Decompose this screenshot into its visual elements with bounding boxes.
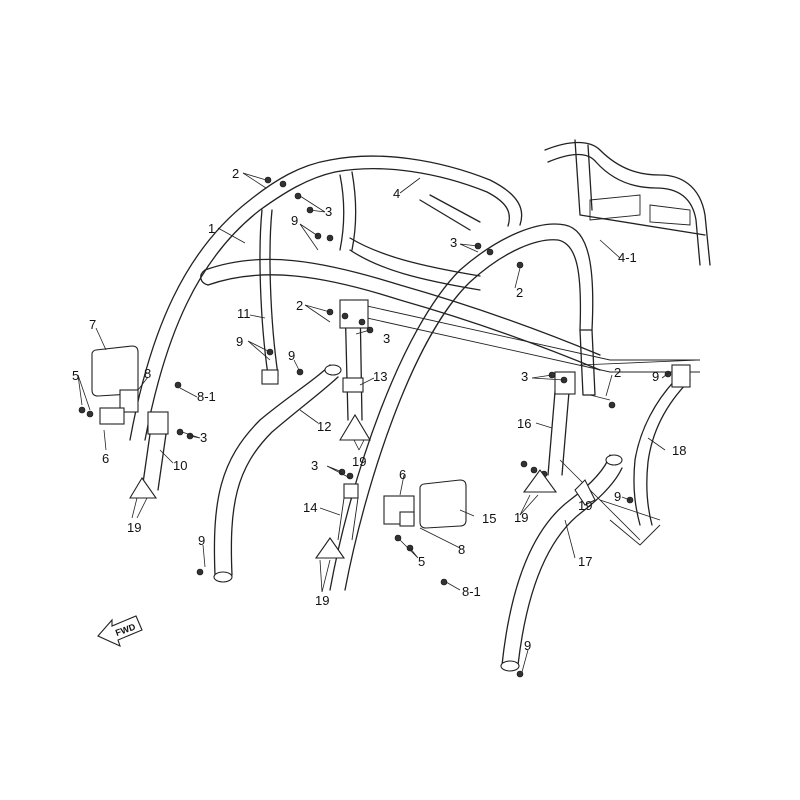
label-part-7: 7 [89,317,96,332]
label-part-19: 19 [127,520,141,535]
tube-part-18 [609,364,691,546]
label-part-3: 3 [383,331,390,346]
label-part-11: 11 [237,306,251,321]
label-part-14: 14 [303,500,317,515]
label-part-9: 9 [288,348,295,363]
label-part-15: 15 [482,511,496,526]
label-part-18: 18 [672,443,686,458]
label-part-6: 6 [399,467,406,482]
label-part-8-1: 8-1 [462,584,481,599]
label-part-2: 2 [296,298,303,313]
tube-part-17 [500,454,623,672]
label-part-2: 2 [614,365,621,380]
label-part-8-1: 8-1 [197,389,216,404]
roof-assembly-part-4-1 [544,139,711,266]
label-part-19: 19 [315,593,329,608]
fasteners [78,176,672,678]
tube-part-16 [547,371,576,476]
right-hoop [329,223,596,591]
mirror-part-15 [383,479,467,529]
label-part-9: 9 [652,369,659,384]
label-part-5: 5 [72,368,79,383]
label-part-12: 12 [317,419,331,434]
label-part-2: 2 [516,285,523,300]
label-part-9: 9 [198,533,205,548]
main-hoop-part-1 [129,159,336,441]
tube-part-12 [213,364,342,583]
label-part-17: 17 [578,554,592,569]
label-part-5: 5 [418,554,425,569]
part-number-labels: 1 2 2 2 2 3 3 3 3 3 3 4 4-1 5 5 6 6 7 8 … [72,166,686,653]
leader-lines [77,172,671,673]
label-part-3: 3 [200,430,207,445]
rear-cross-bar [339,299,700,373]
label-part-16: 16 [517,416,531,431]
label-part-3: 3 [450,235,457,250]
guide-lines [559,359,701,541]
label-part-3: 3 [311,458,318,473]
label-part-8: 8 [458,542,465,557]
tube-part-14 [337,483,359,541]
tube-part-11 [259,209,279,385]
label-part-4: 4 [393,186,400,201]
label-part-6: 6 [102,451,109,466]
label-part-1: 1 [208,221,215,236]
brackets-part-19 [129,413,596,559]
roof-bar-part-4 [329,155,523,251]
mirror-part-7 [91,345,139,425]
tube-part-10 [141,411,169,491]
label-part-3: 3 [325,204,332,219]
forward-arrow-icon: FWD [97,615,143,648]
label-part-4-1: 4-1 [618,250,637,265]
label-part-9: 9 [236,334,243,349]
label-part-9: 9 [614,489,621,504]
label-part-9: 9 [524,638,531,653]
label-part-19: 19 [352,454,366,469]
label-part-3: 3 [521,369,528,384]
label-part-8: 8 [144,366,151,381]
label-part-9: 9 [291,213,298,228]
label-part-13: 13 [373,369,387,384]
center-cross-bar [349,237,481,291]
label-part-19: 19 [578,498,592,513]
label-part-2: 2 [232,166,239,181]
label-part-10: 10 [173,458,187,473]
label-part-19: 19 [514,510,528,525]
